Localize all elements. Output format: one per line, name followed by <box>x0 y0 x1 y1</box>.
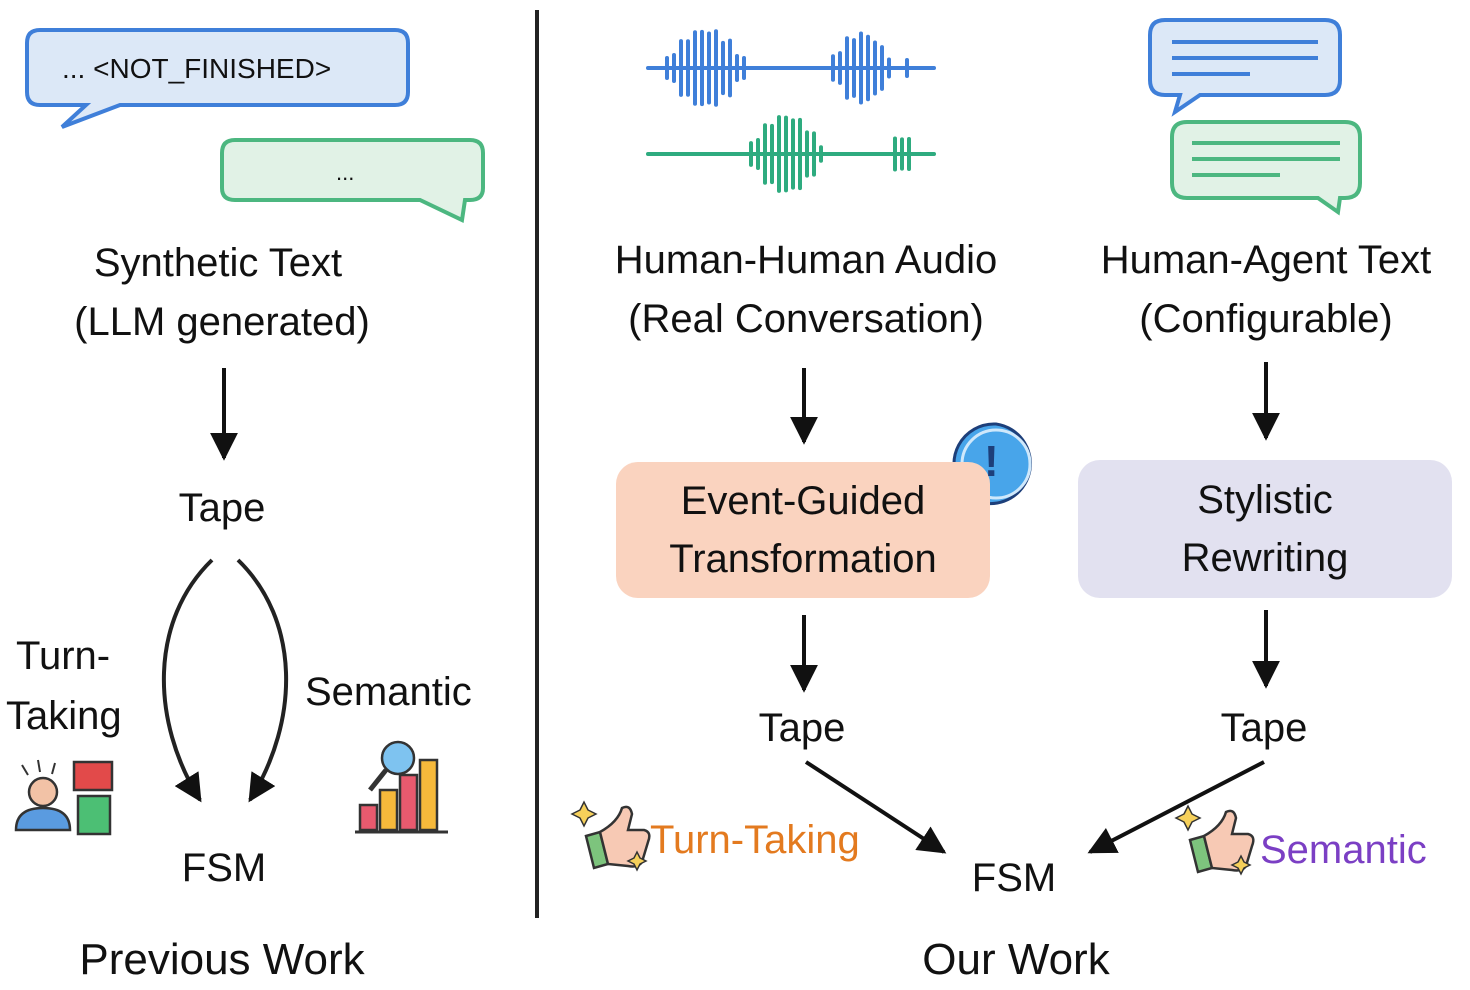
arrow-tape-to-fsm-left <box>161 558 214 803</box>
source-audio-subtitle: (Real Conversation) <box>628 297 984 341</box>
bubble-reply-text: ... <box>336 160 355 185</box>
transform-line1: Event-Guided <box>680 479 926 523</box>
chat-bubbles-icon <box>1148 18 1362 216</box>
event-guided-transformation-box: Event-Guided Transformation <box>616 462 990 598</box>
semantic-highlight: Semantic <box>1260 828 1427 872</box>
arrow-tape-to-fsm-right <box>236 558 289 803</box>
waveform-icon <box>646 29 936 193</box>
previous-tape-label: Tape <box>178 486 266 530</box>
turn-taking-label-line1: Turn- <box>16 634 111 678</box>
turn-taking-highlight: Turn-Taking <box>650 818 860 862</box>
speech-bubble-reply-icon <box>220 138 485 223</box>
source-synthetic-subtitle: (LLM generated) <box>74 300 370 344</box>
previous-fsm-label: FSM <box>181 846 267 890</box>
rewrite-line1: Stylistic <box>1197 478 1333 522</box>
source-audio-title: Human-Human Audio <box>614 238 998 282</box>
stylistic-rewriting-box: Stylistic Rewriting <box>1078 460 1452 598</box>
previous-work-caption: Previous Work <box>79 935 365 984</box>
semantic-label: Semantic <box>305 670 472 714</box>
our-tape-right-label: Tape <box>1220 706 1308 750</box>
alert-glyph: ! <box>984 437 999 486</box>
bubble-text: ... <NOT_FINISHED> <box>62 53 332 84</box>
our-fsm-label: FSM <box>971 856 1057 900</box>
arrow-tape-right-to-fsm <box>1087 760 1265 854</box>
transform-line2: Transformation <box>669 537 937 581</box>
turn-taking-label-line2: Taking <box>6 694 122 738</box>
thumbs-up-icon <box>570 800 651 872</box>
source-synthetic-title: Synthetic Text <box>93 241 343 285</box>
our-work-caption: Our Work <box>922 935 1110 984</box>
source-text-subtitle: (Configurable) <box>1139 297 1393 341</box>
rewrite-line2: Rewriting <box>1181 536 1349 580</box>
our-tape-left-label: Tape <box>758 706 846 750</box>
analysis-chart-icon <box>355 740 448 834</box>
speech-bubble-icon <box>25 28 410 129</box>
person-puzzle-icon <box>14 759 114 836</box>
arrow-tape-left-to-fsm <box>804 760 947 854</box>
thumbs-up-icon-2 <box>1174 804 1255 876</box>
source-text-title: Human-Agent Text <box>1100 238 1432 282</box>
